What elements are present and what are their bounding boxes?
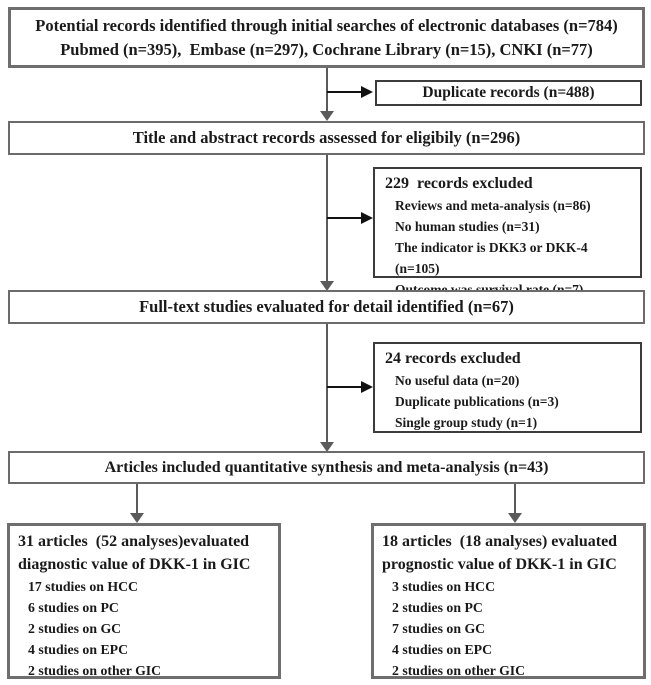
diagnostic-item: 4 studies on EPC xyxy=(28,642,129,657)
arrow-fulltext-to-included-head xyxy=(320,442,334,452)
duplicates-label: Duplicate records (n=488) xyxy=(422,84,595,101)
arrow-included-to-diagnostic-line xyxy=(136,484,138,514)
diagnostic-title-line1: 31 articles (52 analyses)evaluated xyxy=(18,533,250,550)
arrow-to-excluded-screening-line xyxy=(327,217,361,219)
prognostic-item: 7 studies on GC xyxy=(392,621,486,636)
fulltext-box: Full-text studies evaluated for detail i… xyxy=(8,290,645,324)
prognostic-item: 2 studies on PC xyxy=(392,600,483,615)
included-label: Articles included quantitative synthesis… xyxy=(104,458,549,476)
excluded-screening-item: Reviews and meta-analysis (n=86) xyxy=(395,198,591,213)
prognostic-title-line2: prognostic value of DKK-1 in GIC xyxy=(382,556,617,573)
arrow-included-to-diagnostic-head xyxy=(130,513,144,523)
screening-label: Title and abstract records assessed for … xyxy=(132,128,521,147)
fulltext-label: Full-text studies evaluated for detail i… xyxy=(139,297,514,316)
arrow-to-duplicates-line xyxy=(327,91,361,93)
diagnostic-title-line2: diagnostic value of DKK-1 in GIC xyxy=(18,556,251,573)
excluded-screening-item: The indicator is DKK3 or DKK-4 (n=105) xyxy=(395,240,592,276)
arrow-included-to-prognostic-head xyxy=(508,513,522,523)
arrow-to-excluded-fulltext-head xyxy=(361,381,373,393)
arrow-identification-to-screening-head xyxy=(320,111,334,121)
prognostic-item: 3 studies on HCC xyxy=(392,579,496,594)
identification-line1: Potential records identified through ini… xyxy=(35,15,618,35)
excluded-fulltext-item: No useful data (n=20) xyxy=(395,373,520,388)
arrow-included-to-prognostic-line xyxy=(514,484,516,514)
identification-line2: Pubmed (n=395), Embase (n=297), Cochrane… xyxy=(60,39,593,59)
arrow-to-excluded-fulltext-line xyxy=(327,386,361,388)
prognostic-title-line1: 18 articles (18 analyses) evaluated xyxy=(382,533,618,550)
excluded-fulltext-title: 24 records excluded xyxy=(385,350,521,367)
included-box: Articles included quantitative synthesis… xyxy=(8,451,645,484)
duplicates-box: Duplicate records (n=488) xyxy=(375,80,642,106)
diagnostic-item: 2 studies on other GIC xyxy=(28,663,162,678)
prognostic-box: 18 articles (18 analyses) evaluated prog… xyxy=(371,523,646,679)
arrow-to-excluded-screening-head xyxy=(361,212,373,224)
excluded-screening-title: 229 records excluded xyxy=(385,175,533,192)
excluded-screening-item: No human studies (n=31) xyxy=(395,219,540,234)
arrow-fulltext-to-included-line xyxy=(326,324,328,442)
arrow-identification-to-screening-line xyxy=(326,68,328,111)
excluded-fulltext-box: 24 records excluded No useful data (n=20… xyxy=(373,342,642,433)
screening-box: Title and abstract records assessed for … xyxy=(8,121,645,155)
arrow-screening-to-fulltext-head xyxy=(320,281,334,291)
excluded-fulltext-item: Single group study (n=1) xyxy=(395,415,538,430)
diagnostic-box: 31 articles (52 analyses)evaluated diagn… xyxy=(7,523,281,679)
excluded-fulltext-item: Duplicate publications (n=3) xyxy=(395,394,559,409)
arrow-to-duplicates-head xyxy=(361,86,373,98)
diagnostic-item: 6 studies on PC xyxy=(28,600,119,615)
prognostic-item: 2 studies on other GIC xyxy=(392,663,526,678)
prognostic-item: 4 studies on EPC xyxy=(392,642,493,657)
excluded-screening-box: 229 records excluded Reviews and meta-an… xyxy=(373,167,642,297)
diagnostic-item: 17 studies on HCC xyxy=(28,579,139,594)
identification-box: Potential records identified through ini… xyxy=(8,7,645,68)
diagnostic-item: 2 studies on GC xyxy=(28,621,122,636)
